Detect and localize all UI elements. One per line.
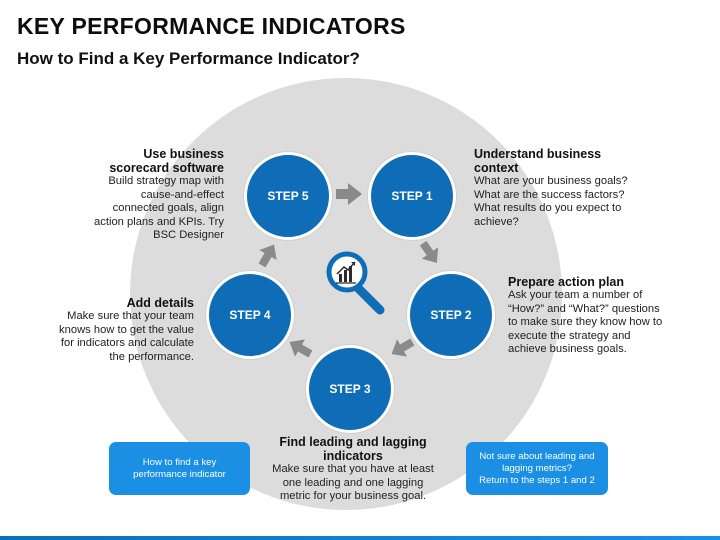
arrow-down-left-icon (391, 338, 415, 357)
step-5-description: Use business scorecard software Build st… (44, 147, 224, 243)
step-4-description: Add details Make sure that your team kno… (14, 296, 194, 364)
step-2-line: to make sure they know how to (508, 316, 663, 329)
magnifier-chart-icon (326, 251, 385, 315)
info-box-right-line: Return to the steps 1 and 2 (479, 474, 595, 486)
step-2-line: “How?” and “What?” questions (508, 302, 660, 315)
step-1-line: What are your business goals? (474, 175, 628, 187)
step-5-heading-line: scorecard software (109, 161, 224, 175)
step-2-line: Ask your team a number of (508, 289, 643, 301)
step-4-line: the performance. (109, 350, 194, 363)
info-box-left: How to find a key performance indicator (109, 442, 250, 495)
step-3-line: one leading and one lagging (282, 476, 424, 489)
step-5-line: Build strategy map with (108, 175, 224, 187)
info-box-right-line: lagging metrics? (502, 462, 572, 474)
step-5-heading-line: Use business (143, 147, 224, 161)
step-5-line: cause-and-effect (140, 188, 224, 201)
info-box-right-line: Not sure about leading and (479, 450, 595, 462)
step-5-label: STEP 5 (267, 189, 309, 203)
step-1-heading: Understand business context (474, 147, 602, 175)
info-box-left-line: performance indicator (133, 468, 226, 480)
step-1-line: achieve? (474, 215, 519, 228)
step-3-heading-line: indicators (323, 449, 383, 463)
step-2-circle: STEP 2 (407, 271, 495, 359)
step-4-line: Make sure that your team (67, 310, 194, 322)
step-4-label: STEP 4 (229, 308, 271, 322)
info-box-left-line: How to find a key (142, 456, 217, 468)
step-4-line: knows how to get the value (59, 323, 194, 336)
arrow-down-right-icon (419, 240, 439, 263)
step-1-circle: STEP 1 (368, 152, 456, 240)
step-4-circle: STEP 4 (206, 271, 294, 359)
step-1-line: What are the success factors? (474, 188, 625, 201)
step-3-line: metric for your business goal. (279, 490, 427, 503)
step-5-line: action plans and KPIs. Try (94, 215, 224, 228)
step-3-line: Make sure that you have at least (272, 463, 434, 475)
arrow-right-icon (336, 183, 362, 205)
page-subtitle: How to Find a Key Performance Indicator? (17, 49, 360, 68)
step-4-line: for indicators and calculate (60, 337, 194, 350)
page-title: KEY PERFORMANCE INDICATORS (17, 13, 406, 39)
step-2-description: Prepare action plan Ask your team a numb… (508, 275, 713, 357)
step-5-line: connected goals, align (112, 202, 224, 215)
info-box-right: Not sure about leading and lagging metri… (466, 442, 608, 495)
step-4-heading: Add details (126, 296, 194, 310)
step-3-description: Find leading and lagging indicators Make… (258, 435, 448, 504)
step-1-line: What results do you expect to (474, 202, 622, 215)
step-5-line: BSC Designer (153, 229, 224, 242)
bottom-accent-bar (0, 536, 720, 540)
step-3-heading-line: Find leading and lagging (279, 435, 427, 449)
arrow-up-left-icon (289, 339, 313, 358)
step-5-circle: STEP 5 (244, 152, 332, 240)
step-2-label: STEP 2 (430, 308, 472, 322)
step-3-circle: STEP 3 (306, 345, 394, 433)
step-1-label: STEP 1 (391, 189, 433, 203)
step-2-line: achieve business goals. (508, 343, 627, 356)
step-1-description: Understand business context What are you… (474, 147, 674, 229)
step-2-line: execute the strategy and (508, 329, 631, 342)
step-3-label: STEP 3 (329, 382, 371, 396)
arrow-up-right-icon (258, 244, 277, 268)
step-2-heading: Prepare action plan (508, 275, 625, 289)
